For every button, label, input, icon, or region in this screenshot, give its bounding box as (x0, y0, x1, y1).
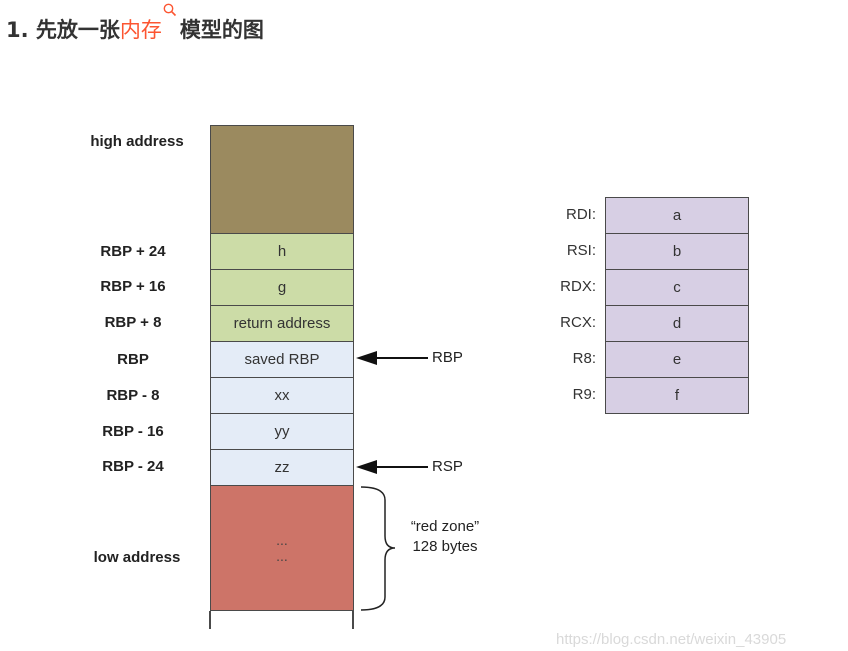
stack-label-rbp-plus-8: RBP + 8 (104, 314, 162, 331)
stack-right-tail-line (352, 611, 354, 629)
stack-cell-yy: yy (210, 413, 354, 450)
register-label-r9: R9: (572, 386, 596, 403)
stack-label-rbp-plus-24: RBP + 24 (100, 243, 166, 260)
stack-cell-high-address (210, 125, 354, 234)
low-address-label: low address (93, 549, 181, 566)
rbp-pointer-label: RBP (432, 349, 463, 366)
stack-label-rbp: RBP (117, 351, 149, 368)
stack-cell-xx: xx (210, 377, 354, 414)
stack-cell-h: h (210, 233, 354, 270)
stack-cell-return-address: return address (210, 305, 354, 342)
register-cell-rdi: a (605, 197, 749, 234)
heading-suffix: 模型的图 (179, 18, 264, 42)
stack-cell-saved-rbp: saved RBP (210, 341, 354, 378)
red-zone-caption-line1: “red zone” (410, 518, 480, 535)
search-icon[interactable] (163, 3, 177, 17)
stack-label-rbp-minus-24: RBP - 24 (102, 458, 164, 475)
register-cell-rcx: d (605, 305, 749, 342)
watermark-text: https://blog.csdn.net/weixin_43905 (556, 631, 787, 648)
register-label-rdi: RDI: (566, 206, 596, 223)
stack-label-rbp-minus-16: RBP - 16 (102, 423, 164, 440)
rsp-pointer-label: RSP (432, 458, 463, 475)
stack-cell-red-zone: ... ... (210, 485, 354, 611)
stack-cell-zz: zz (210, 449, 354, 486)
register-cell-r9: f (605, 377, 749, 414)
rsp-pointer-arrow (356, 460, 428, 474)
high-address-label: high address (90, 133, 184, 150)
register-label-r8: R8: (572, 350, 596, 367)
stack-left-tail-line (209, 611, 211, 629)
register-label-rcx: RCX: (560, 314, 596, 331)
heading-prefix: 1. 先放一张 (6, 18, 120, 42)
rbp-pointer-arrow (356, 351, 428, 365)
red-zone-brace (360, 486, 396, 611)
page-heading: 1. 先放一张内存模型的图 (6, 3, 264, 46)
red-zone-dots-1: ... (276, 532, 288, 548)
register-label-rdx: RDX: (560, 278, 596, 295)
register-cell-r8: e (605, 341, 749, 378)
heading-keyword-link[interactable]: 内存 (119, 18, 162, 42)
register-label-rsi: RSI: (566, 242, 596, 259)
register-cell-rdx: c (605, 269, 749, 306)
red-zone-caption: “red zone” 128 bytes (405, 517, 485, 557)
stack-label-rbp-minus-8: RBP - 8 (106, 387, 160, 404)
red-zone-dots-2: ... (276, 548, 288, 564)
stack-label-rbp-plus-16: RBP + 16 (100, 278, 166, 295)
red-zone-caption-line2: 128 bytes (412, 538, 478, 555)
register-cell-rsi: b (605, 233, 749, 270)
